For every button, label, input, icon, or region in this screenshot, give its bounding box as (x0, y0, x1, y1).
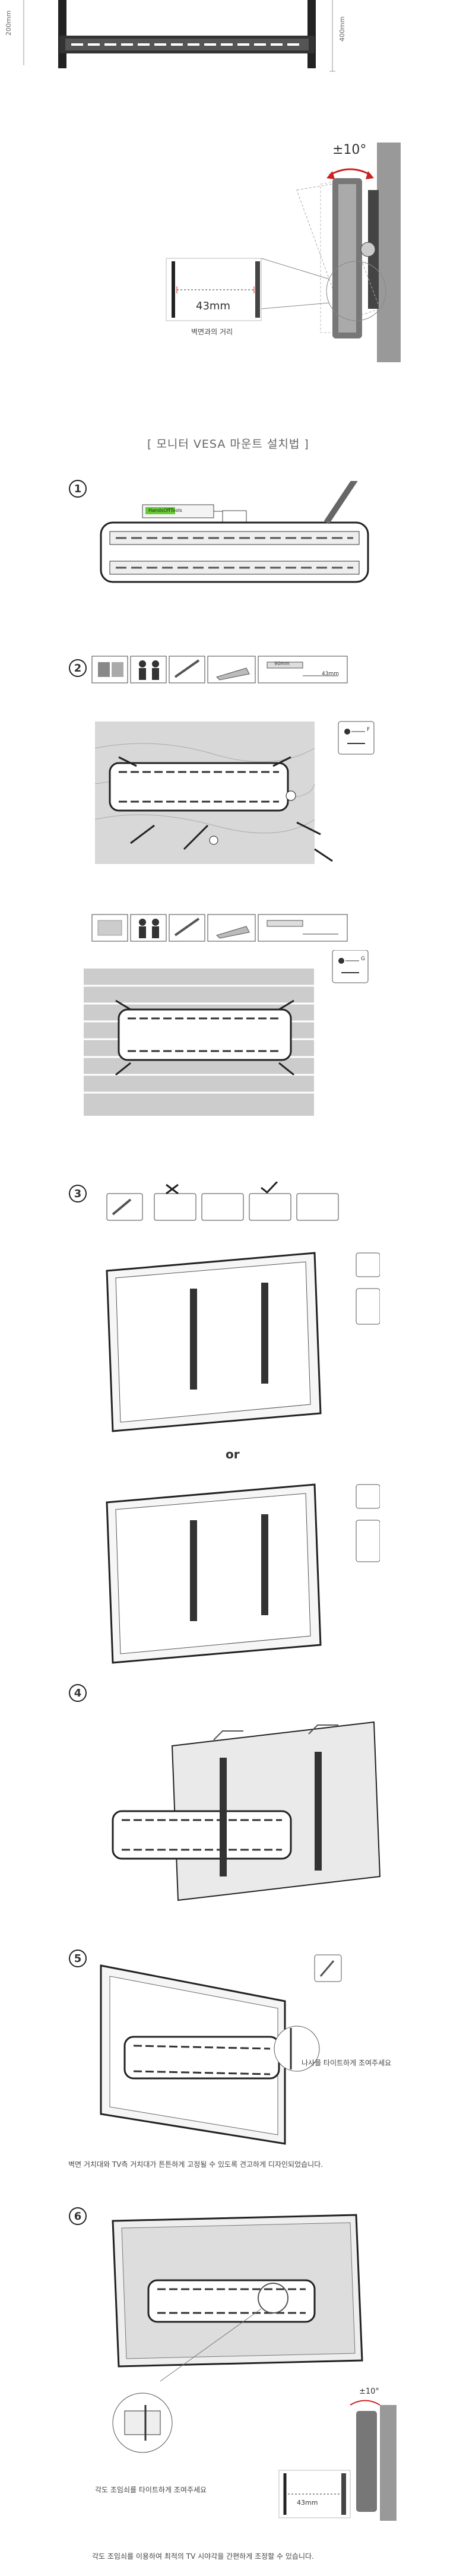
step-6-description: 각도 조임쇠를 이용하여 최적의 TV 시야각을 간편하게 조정할 수 있습니다… (92, 2552, 314, 2561)
part-f-label: F (367, 727, 370, 733)
level-label: HandsOffTools (148, 508, 182, 513)
section-title: [ 모니터 VESA 마운트 설치법 ] (147, 438, 309, 451)
step-4-svg (112, 1721, 381, 1901)
tool-strip-2-svg (91, 914, 348, 942)
brick-wall-svg (83, 950, 369, 1117)
tilt-angle-label: ±10° (332, 143, 367, 157)
tv-back-a-svg (106, 1252, 380, 1432)
tool-strip-svg (91, 656, 348, 683)
step-6-zoom-diagram: ±10° 43mm (101, 2369, 398, 2524)
step-1-diagram: HandsOffTools (89, 481, 386, 600)
step-5-number: 5 (69, 1950, 87, 1967)
step-3-tv-back-diagram-b (95, 1473, 380, 1669)
step-3-tools-svg (106, 1182, 339, 1221)
bracket-top-svg (23, 0, 335, 72)
step-2-number: 2 (69, 659, 87, 677)
wood-wall-svg (95, 721, 375, 864)
step-5-diagram (89, 1954, 386, 2150)
step-2-tool-strip-2 (89, 912, 356, 947)
step-5-note: 나사를 타이트하게 조여주세요 (302, 2059, 392, 2067)
step-4-diagram (101, 1698, 386, 1924)
tilt-gap-label: 43mm (196, 300, 230, 312)
step-3-number: 3 (69, 1185, 87, 1202)
step-2-brick-wall-diagram: G (83, 950, 380, 1122)
step-3-tv-back-diagram-a (95, 1241, 380, 1437)
drill-dim-b: 43mm (322, 671, 339, 677)
step-1-svg (100, 481, 369, 583)
step-6-zoom-svg (112, 2393, 397, 2521)
step-1-number: 1 (69, 480, 87, 498)
top-bracket-diagram: 200mm 400mm (0, 0, 463, 77)
step-4-number: 4 (69, 1684, 87, 1702)
tv-back-b-svg (106, 1483, 380, 1664)
step-6-gap-label: 43mm (297, 2499, 318, 2507)
part-g-label: G (361, 956, 365, 962)
step-5-description: 벽면 거치대와 TV측 거치대가 튼튼하게 고정될 수 있도록 견고하게 디자인… (68, 2160, 324, 2169)
step-2-wood-wall-diagram: F (95, 713, 380, 867)
tilt-gap-caption: 벽면과의 거리 (191, 328, 233, 336)
step-6-note: 각도 조임쇠를 타이트하게 조여주세요 (95, 2486, 207, 2494)
dim-200mm: 200mm (5, 10, 12, 36)
step-6-angle-label: ±10° (359, 2387, 379, 2396)
or-label: or (226, 1447, 240, 1461)
step-5-svg (100, 1954, 342, 2145)
tilt-svg (166, 143, 401, 362)
step-3-tool-strip (104, 1182, 341, 1229)
drill-dim-a: 90mm (274, 661, 290, 666)
step-6-svg (112, 2214, 363, 2382)
step-2-tool-strip: 90mm 43mm (89, 653, 356, 689)
step-6-diagram (101, 2209, 398, 2405)
step-6-number: 6 (69, 2207, 87, 2225)
tilt-diagram: ±10° 43mm 벽면과의 거리 (0, 131, 463, 404)
dim-400mm: 400mm (338, 16, 346, 42)
